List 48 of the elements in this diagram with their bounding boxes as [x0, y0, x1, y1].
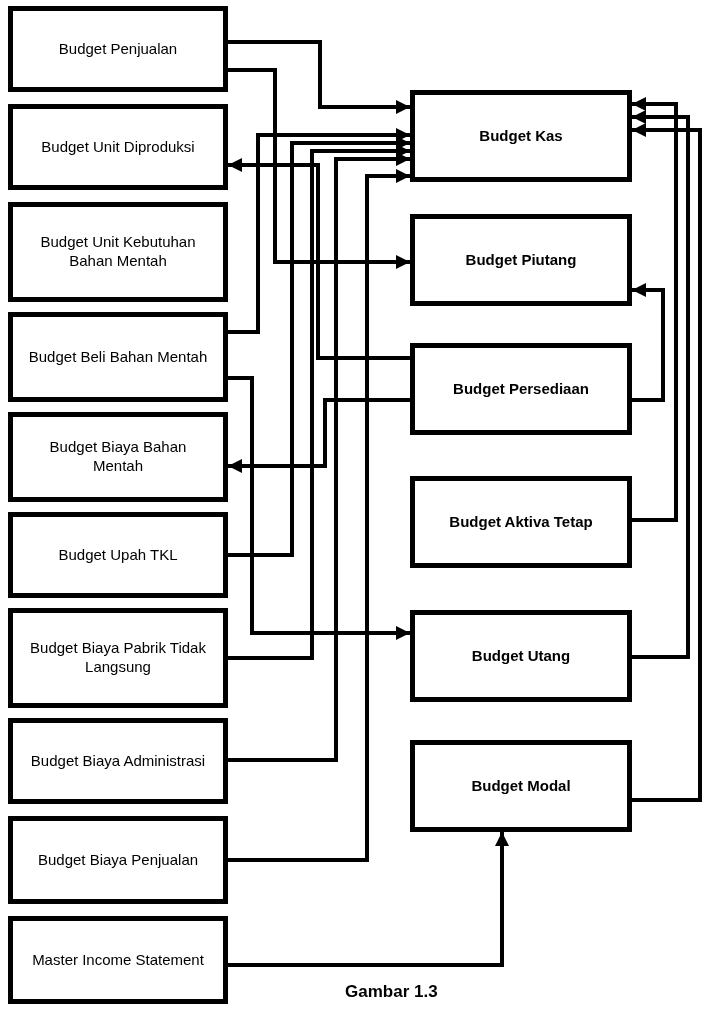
process-box	[8, 202, 228, 302]
process-box	[410, 476, 632, 568]
box-label: Budget Piutang	[465, 250, 577, 270]
connector-arrow	[632, 97, 678, 522]
connector-arrow	[228, 40, 410, 114]
process-box	[8, 718, 228, 804]
box-label: Budget Kas	[479, 126, 563, 146]
box-label: Budget Upah TKL	[58, 545, 178, 565]
box-label: Budget Unit Diproduksi	[41, 137, 195, 157]
connector-arrow	[228, 398, 410, 473]
box-label: Budget Penjualan	[58, 39, 178, 59]
box-label: Budget Biaya Bahan Mentah	[48, 438, 188, 476]
connector-arrow	[228, 376, 410, 640]
process-box	[8, 512, 228, 598]
process-box	[8, 816, 228, 904]
box-label: Budget Biaya Administrasi	[30, 751, 206, 771]
process-box	[410, 214, 632, 306]
connector-arrow	[228, 832, 509, 967]
connector-arrow	[632, 110, 690, 659]
figure-caption: Gambar 1.3	[345, 982, 438, 1002]
process-box	[8, 608, 228, 708]
box-label: Budget Persediaan	[453, 379, 589, 399]
box-label: Budget Aktiva Tetap	[449, 512, 593, 532]
process-box	[410, 90, 632, 182]
connector-arrow	[228, 144, 410, 660]
box-label: Budget Unit Kebutuhan Bahan Mentah	[39, 233, 197, 271]
connector-arrow	[228, 158, 410, 360]
box-label: Budget Utang	[471, 646, 571, 666]
process-box	[8, 412, 228, 502]
process-box	[410, 740, 632, 832]
connector-arrow	[632, 283, 665, 402]
process-box	[410, 343, 632, 435]
connector-arrow	[228, 169, 410, 862]
box-label: Master Income Statement	[32, 950, 204, 970]
process-box	[8, 6, 228, 92]
process-box	[8, 104, 228, 190]
connector-arrow	[228, 128, 410, 334]
connector-arrow	[228, 68, 410, 269]
connector-arrow	[228, 136, 410, 557]
box-label: Budget Modal	[471, 776, 571, 796]
box-label: Budget Beli Bahan Mentah	[28, 347, 208, 367]
connector-arrow	[228, 152, 410, 762]
process-box	[410, 610, 632, 702]
box-label: Budget Biaya Pabrik Tidak Langsung	[29, 639, 207, 677]
process-box	[8, 916, 228, 1004]
connector-arrow	[632, 123, 702, 802]
process-box	[8, 312, 228, 402]
box-label: Budget Biaya Penjualan	[37, 850, 199, 870]
